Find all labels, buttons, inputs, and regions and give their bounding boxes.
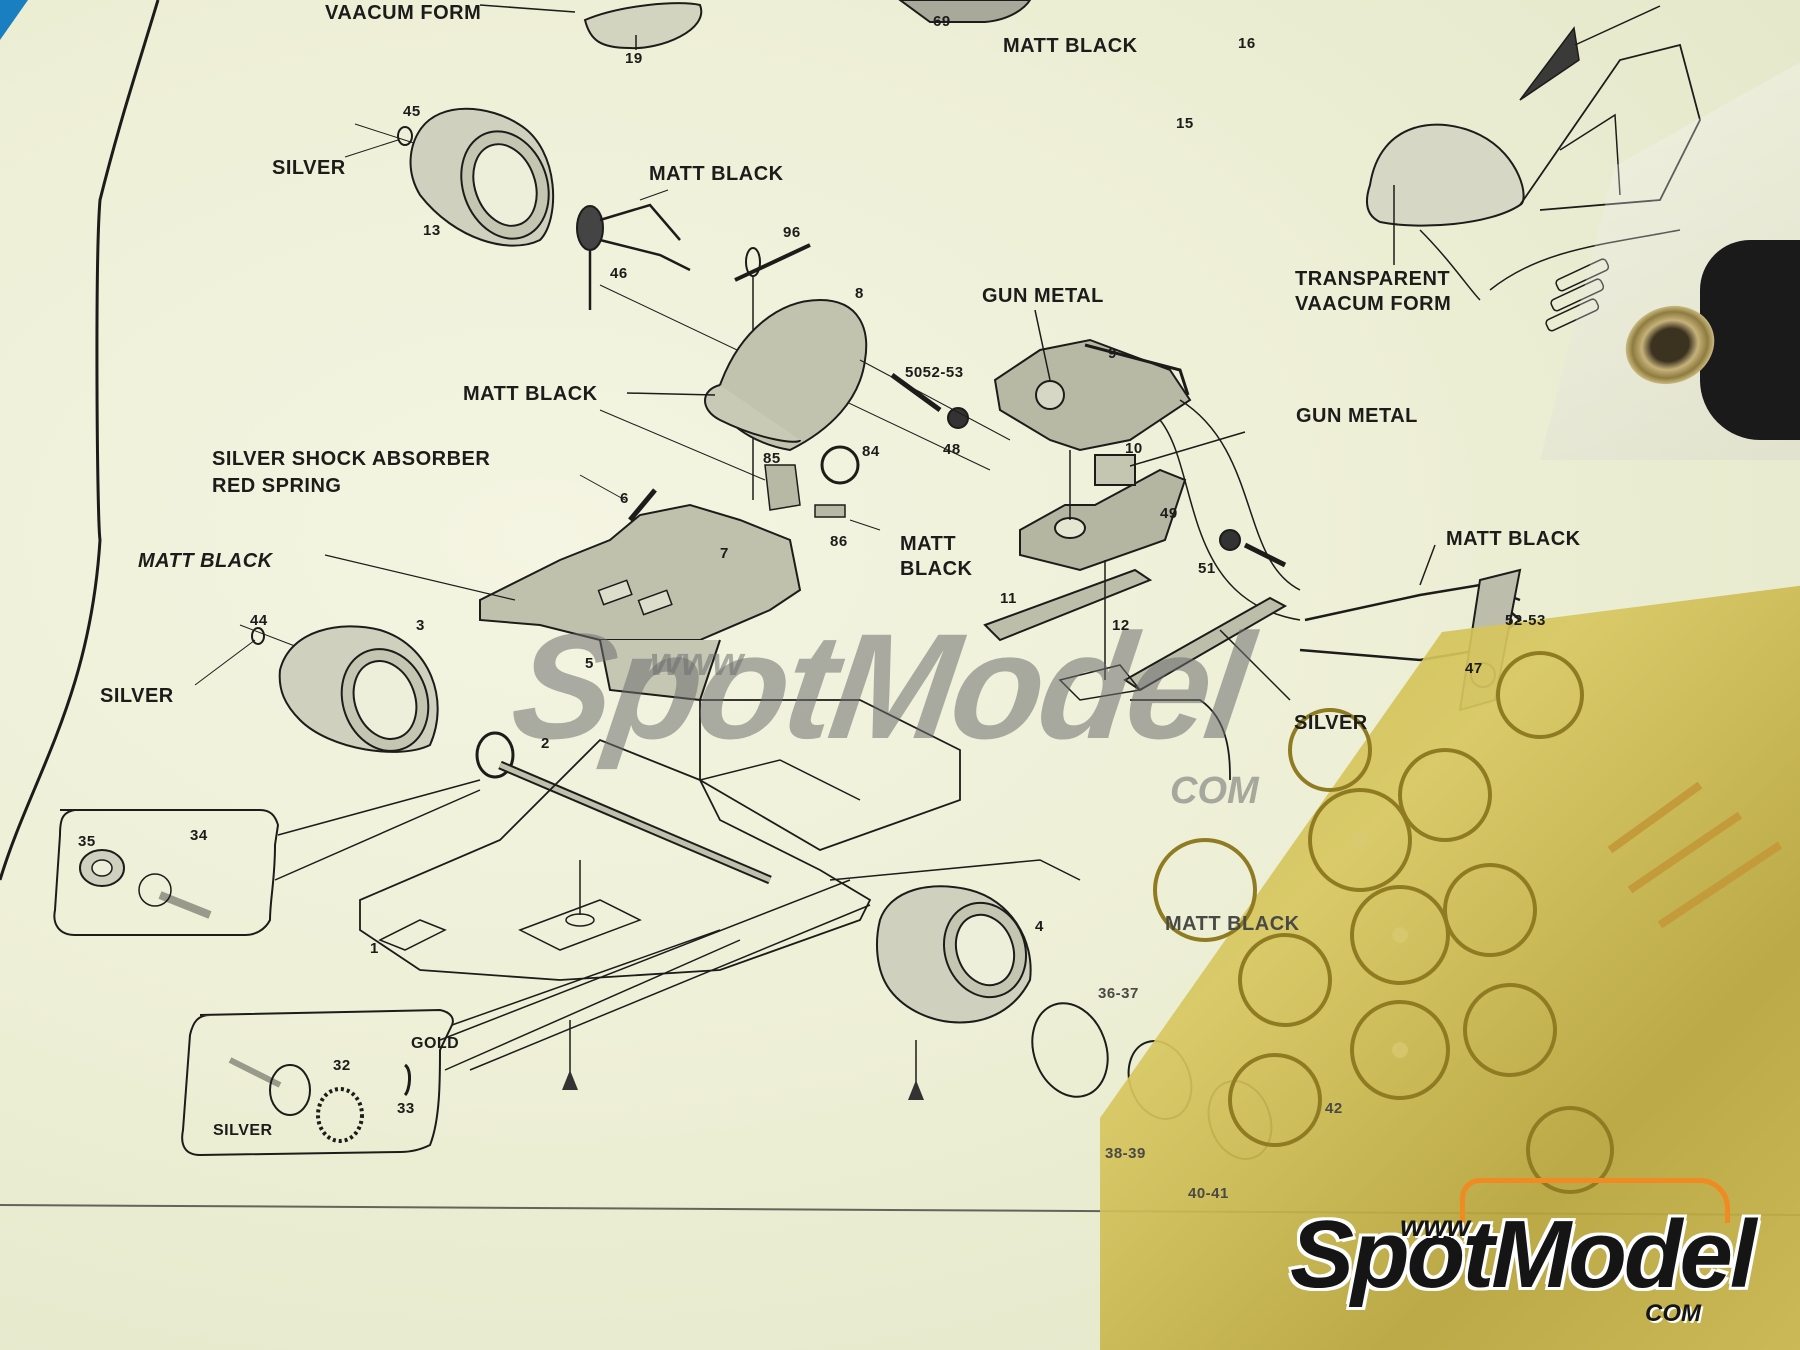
part-number-9: 9	[1108, 345, 1117, 362]
label-transparent: TRANSPARENT	[1295, 268, 1451, 290]
part-number-3: 3	[416, 617, 425, 634]
part-number-34: 34	[190, 827, 208, 844]
part-number-6: 6	[620, 490, 629, 507]
part-number-36-37: 36-37	[1098, 985, 1139, 1002]
part-number-32: 32	[333, 1057, 351, 1074]
label-silver-shock-absorber: SILVER SHOCK ABSORBER	[212, 448, 491, 470]
watermark-com: COM	[1170, 770, 1259, 812]
part-number-48: 48	[943, 441, 961, 458]
label-silver-12: SILVER	[1294, 712, 1368, 734]
part-number-38-39: 38-39	[1105, 1145, 1146, 1162]
part-number-2: 2	[541, 735, 550, 752]
part-number-11: 11	[1000, 590, 1017, 607]
part-number-5: 5	[585, 655, 594, 672]
part-number-4: 4	[1035, 918, 1044, 935]
fret-wheel-parts	[1153, 651, 1783, 1194]
part-number-85: 85	[763, 450, 781, 467]
logo-www: www	[1400, 1210, 1471, 1243]
label-silver-45: SILVER	[272, 157, 346, 179]
part-number-69: 69	[933, 13, 951, 30]
part-number-49: 49	[1160, 505, 1178, 522]
part-number-33: 33	[397, 1100, 415, 1117]
part-number-8: 8	[855, 285, 864, 302]
label-matt-black-47: MATT BLACK	[1446, 528, 1581, 550]
part-number-19: 19	[625, 50, 643, 67]
part-number-10: 10	[1125, 440, 1143, 457]
label-gun-metal-9: GUN METAL	[982, 285, 1104, 307]
label-matt-black-69: MATT BLACK	[1003, 35, 1138, 57]
part-number-84: 84	[862, 443, 880, 460]
label-matt-black-seat: MATT BLACK	[463, 383, 598, 405]
label-matt-black-86-line2: BLACK	[900, 558, 973, 580]
part-number-86: 86	[830, 533, 848, 550]
spotmodel-logo: www SpotModel COM	[1290, 1178, 1757, 1327]
watermark-www: www	[650, 640, 744, 684]
part-number-44: 44	[250, 612, 268, 629]
label-matt-black-5: MATT BLACK	[138, 550, 273, 572]
label-matt-black-fret: MATT BLACK	[1165, 913, 1300, 935]
part-number-35: 35	[78, 833, 96, 850]
logo-text: SpotModel	[1290, 1201, 1757, 1308]
part-number-12: 12	[1112, 617, 1130, 634]
part-number-7: 7	[720, 545, 729, 562]
part-number-52-53: 52-53	[1505, 612, 1546, 629]
part-number-40-41: 40-41	[1188, 1185, 1229, 1202]
logo-car-swoosh-icon	[1460, 1178, 1730, 1223]
part-number-1: 1	[370, 940, 379, 957]
part-number-47: 47	[1465, 660, 1483, 677]
part-number-46: 46	[610, 265, 628, 282]
logo-com: COM	[1645, 1300, 1701, 1327]
label-transparent-vacuum-form: VAACUM FORM	[1295, 293, 1452, 315]
part-number-16: 16	[1238, 35, 1256, 52]
label-matt-black-46: MATT BLACK	[649, 163, 784, 185]
part-number-96: 96	[783, 224, 801, 241]
part-number-15: 15	[1176, 115, 1194, 132]
label-gold-33: GOLD	[411, 1035, 460, 1052]
part-number-42: 42	[1325, 1100, 1343, 1117]
part-number-13: 13	[423, 222, 441, 239]
label-gun-metal-10: GUN METAL	[1296, 405, 1418, 427]
black-tire-in-bag	[1700, 240, 1800, 440]
part-number-45: 45	[403, 103, 421, 120]
part-number-51: 51	[1198, 560, 1216, 577]
label-silver-44: SILVER	[100, 685, 174, 707]
label-matt-black-86-line1: MATT	[900, 533, 957, 555]
label-red-spring: RED SPRING	[212, 475, 342, 497]
part-number-5052-53: 5052-53	[905, 364, 964, 381]
label-silver-32: SILVER	[213, 1122, 273, 1139]
label-vacuum-form-19: VAACUM FORM	[325, 2, 482, 24]
